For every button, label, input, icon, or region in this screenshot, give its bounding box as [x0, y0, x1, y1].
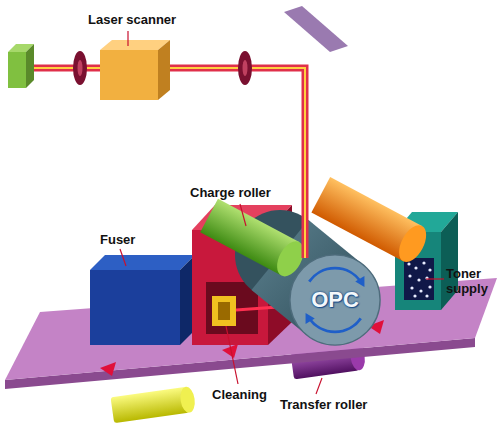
part-label: Toner supply: [446, 266, 496, 296]
laser-source: [8, 44, 34, 88]
part-label: Charge roller: [190, 185, 271, 200]
lens: [238, 51, 252, 85]
leader-lines: [120, 31, 444, 394]
part-label: Laser scanner: [88, 12, 176, 27]
charge-roller: [200, 199, 309, 281]
laser-scanner-box: [100, 40, 170, 100]
paper-roller: [111, 386, 197, 423]
developer-roller: [311, 177, 431, 266]
part-label: Cleaning: [212, 387, 267, 402]
mirror: [284, 6, 348, 52]
laser-beam: [28, 68, 305, 258]
fuser-box: [90, 255, 195, 345]
node-text-wrap: OPC: [289, 254, 381, 346]
lens: [73, 51, 87, 85]
part-label: Transfer roller: [280, 397, 367, 412]
drum-label: OPC: [311, 287, 359, 313]
drum-face: OPC: [289, 254, 381, 346]
part-label: Fuser: [100, 232, 135, 247]
